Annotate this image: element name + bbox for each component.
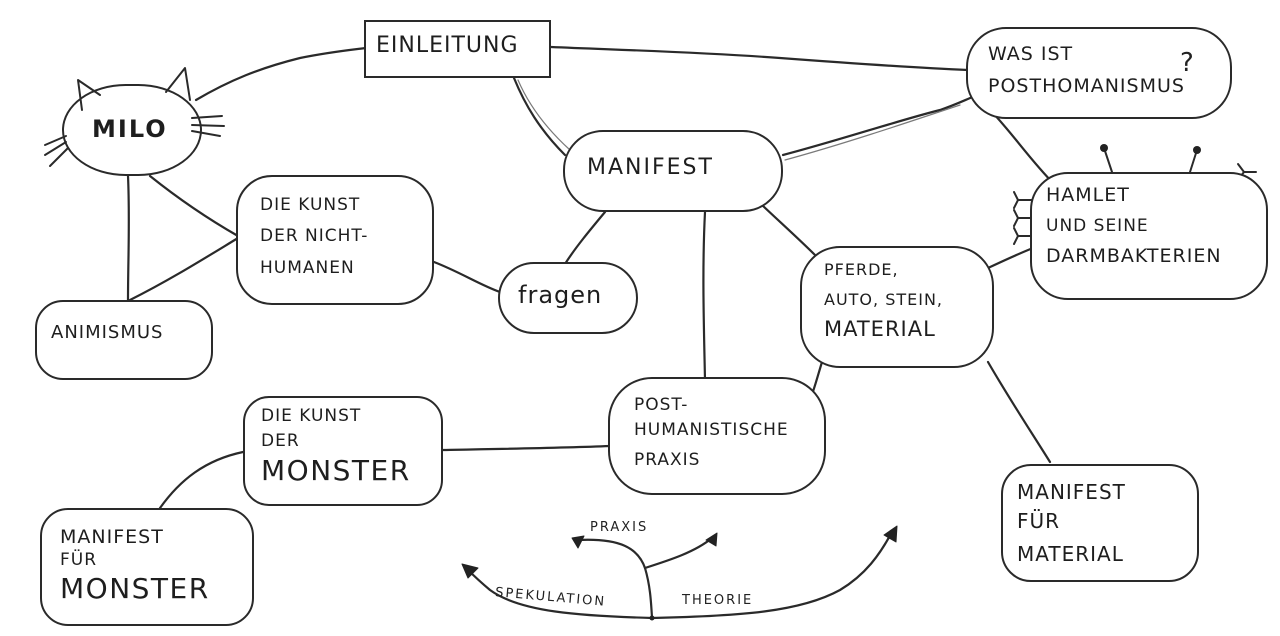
node-milo-cat[interactable]: MILO [62,84,202,176]
edge-kunst-nh-fragen [432,260,502,294]
node-hamlet-darmbakterien[interactable]: HAMLET UND SEINE DARMBAKTERIEN [1030,172,1268,300]
node-label: DER NICHT- [260,226,369,247]
node-manifest-fuer-monster[interactable]: MANIFEST FÜR MONSTER [40,508,254,626]
node-label: MILO [92,115,168,143]
edge-pferde-manifest-material [986,360,1052,464]
node-manifest[interactable]: MANIFEST [563,130,783,212]
edge-pferde-hamlet [986,246,1035,270]
flagellum-icon [1013,191,1033,209]
node-label: MONSTER [60,572,210,605]
edge-manifest-pferde [760,203,817,257]
node-was-ist-posthumanismus[interactable]: WAS IST POSTHOMANISMUS [966,27,1232,119]
arrowhead-praxis-left-icon [571,535,585,549]
node-label: HAMLET [1046,184,1130,206]
node-label: WAS IST [988,43,1074,65]
node-label: HUMANEN [260,257,355,278]
node-label: PFERDE, [824,260,899,279]
edge-milo-animismus [126,174,130,302]
edge-manifest-praxis [702,210,707,382]
edge-manifest-was-ist [781,94,977,157]
node-label: FÜR [1017,509,1061,533]
node-posthumanistische-praxis[interactable]: POST- HUMANISTISCHE PRAXIS [608,377,826,495]
node-label: PRAXIS [634,449,701,470]
arrowhead-theorie-icon [883,525,898,543]
node-label: HUMANISTISCHE [634,420,789,441]
edge-kunst-monster-manifest-monster [158,450,245,510]
edge-praxis-kunst-monster [441,444,612,452]
node-label: MATERIAL [1017,542,1124,566]
node-label: FÜR [60,549,98,570]
edge-was-ist-hamlet [988,108,1057,187]
edge-manifest-was-ist-ghost [784,104,961,161]
question-mark-icon: ? [1180,48,1194,78]
node-animismus[interactable]: ANIMISMUS [35,300,213,380]
edge-milo-einleitung [194,46,368,102]
edge-einleitung-was-ist [549,45,970,72]
node-kunst-der-monster[interactable]: DIE KUNST DER MONSTER [243,396,443,506]
node-label: MANIFEST [1017,480,1126,504]
node-pferde-auto-stein-material[interactable]: PFERDE, AUTO, STEIN, MATERIAL [800,246,994,368]
node-manifest-fuer-material[interactable]: MANIFEST FÜR MATERIAL [1001,464,1199,582]
arrowhead-spekulation-icon [461,563,479,579]
node-label: UND SEINE [1046,215,1149,236]
node-fragen[interactable]: fragen [498,262,638,334]
legend-root-dot [649,615,655,621]
legend-trunk [643,566,654,620]
flagellum-icon [1013,209,1033,227]
node-label: MONSTER [261,453,411,487]
antenna-icon [1103,147,1113,173]
node-label: POST- [634,395,689,415]
node-label: DIE KUNST [261,406,362,426]
node-label: MANIFEST [587,155,714,180]
legend-label-praxis: PRAXIS [590,520,649,535]
node-label: MATERIAL [824,317,936,341]
antenna-tip-icon [1100,144,1108,152]
arrowhead-praxis-right-icon [705,532,718,547]
node-label: fragen [518,281,603,309]
flagellum-icon [1013,227,1033,245]
node-label: DARMBAKTERIEN [1046,245,1222,267]
node-label: POSTHOMANISMUS [988,74,1185,97]
node-label: ANIMISMUS [51,322,164,343]
node-label: EINLEITUNG [376,33,519,58]
edge-einleitung-manifest-ghost [517,79,571,151]
node-label: MANIFEST [60,526,164,548]
legend-branch-spekulation [464,566,654,620]
node-kunst-der-nichthumanen[interactable]: DIE KUNST DER NICHT- HUMANEN [236,175,434,305]
edge-einleitung-manifest [512,76,567,157]
legend-branch-theorie [650,528,895,620]
edge-milo-kunst-nh [148,174,240,238]
node-einleitung[interactable]: EINLEITUNG [364,20,551,78]
antenna-tip-icon [1193,146,1201,154]
node-label: AUTO, STEIN, [824,290,944,309]
legend-branch-praxis-left [576,538,647,570]
edge-animismus-kunst-nh [128,236,240,302]
node-label: DIE KUNST [260,195,361,215]
legend-branch-praxis-right [643,536,714,570]
edge-manifest-fragen [563,210,607,266]
node-label: DER [261,431,300,452]
legend-label-theorie: THEORIE [682,593,754,608]
cat-ear-right-icon [165,67,191,101]
